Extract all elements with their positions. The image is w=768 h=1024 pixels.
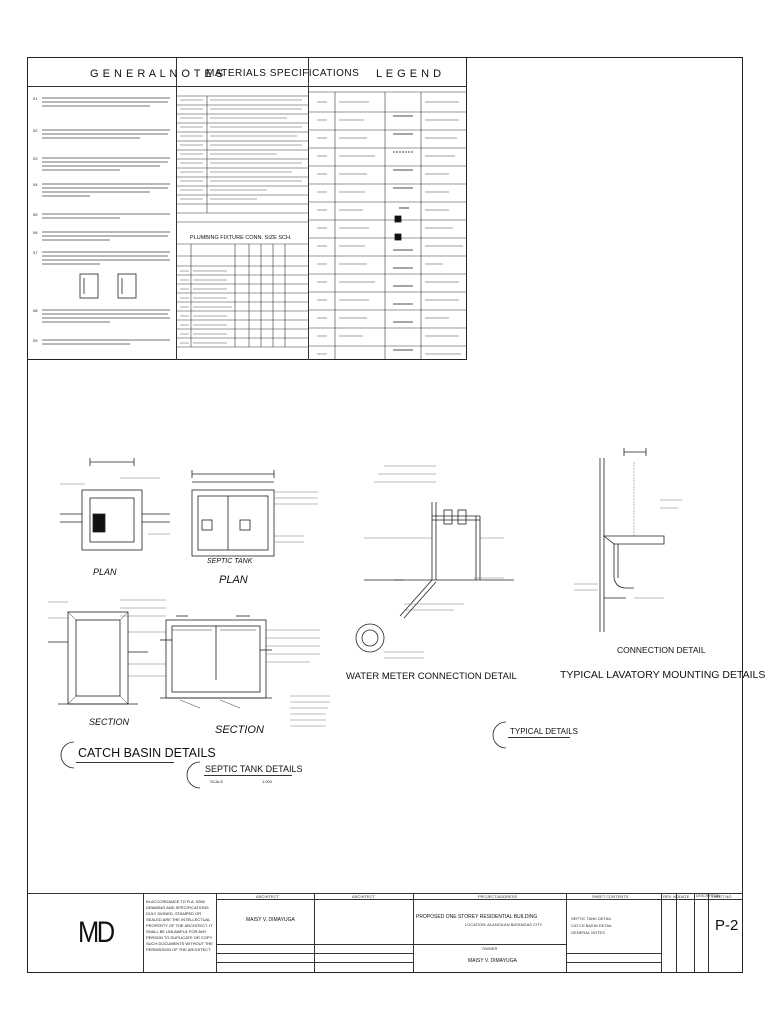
sheet-contents-label: SHEET CONTENTS xyxy=(592,894,629,899)
general-notes-heading: G E N E R A L N O T E S xyxy=(90,68,224,80)
catch-basin-plan-drawing xyxy=(60,458,170,551)
lavatory-drawing xyxy=(574,448,682,632)
note-number: 01 xyxy=(33,96,38,101)
project-location: LOCATION: ALANGILAN BATANGAS CITY xyxy=(465,922,543,927)
sheet-number: P-2 xyxy=(715,917,739,934)
project-name: PROPOSED ONE STOREY RESIDENTIAL BUILDING xyxy=(416,914,538,920)
legend-heading: L E G E N D xyxy=(376,68,442,80)
project-label: PROJECT/ADDRESS xyxy=(478,894,518,899)
catch-basin-plan-label: PLAN xyxy=(93,567,117,577)
septic-tank-plan-label: PLAN xyxy=(219,574,248,586)
note-number: 07 xyxy=(33,250,38,255)
sheet-content-item: GENERAL NOTES xyxy=(571,930,605,935)
notes-panel xyxy=(27,57,467,360)
architect-label: ARCHITECT xyxy=(256,894,279,899)
sheet-content-item: SEPTIC TANK DETAIL xyxy=(571,916,612,921)
sheet-content-item: CATCH BASIN DETAIL xyxy=(571,923,613,928)
note-number: 06 xyxy=(33,230,38,235)
typical-details-title: TYPICAL DETAILS xyxy=(510,727,579,736)
note-number: 09 xyxy=(33,338,38,343)
septic-tank-section-drawing xyxy=(160,615,330,727)
typical-details-mark xyxy=(492,721,507,749)
septic-tank-label: SEPTIC TANK xyxy=(207,558,253,565)
note-number: 02 xyxy=(33,128,38,133)
septic-tank-plan-drawing xyxy=(191,470,318,557)
septic-tank-section-label: SECTION xyxy=(215,724,264,736)
sheet-no-label: SHEET NO. xyxy=(711,894,733,899)
note-number: 04 xyxy=(33,182,38,187)
architect-label-2: ARCHITECT xyxy=(352,894,375,899)
water-meter-drawing xyxy=(355,465,514,659)
connection-detail-label: CONNECTION DETAIL xyxy=(617,645,706,655)
note-number: 05 xyxy=(33,212,38,217)
septic-scale-value: 1:000 xyxy=(262,779,273,784)
architect-name: MAISY V. DIMAYUGA xyxy=(246,917,295,923)
materials-specs-heading: MATERIALS SPECIFICATIONS xyxy=(206,68,360,79)
description-label: DESCRIPTION xyxy=(696,894,720,898)
catch-basin-title-mark xyxy=(60,741,75,769)
firm-logo: MD xyxy=(78,916,115,949)
drawing-sheet xyxy=(27,57,743,973)
catch-basin-section-drawing xyxy=(48,599,166,705)
date-label: DATE xyxy=(679,894,690,899)
legend-table xyxy=(309,91,467,360)
rev-no-label: REV. NO. xyxy=(663,894,681,899)
lavatory-title: TYPICAL LAVATORY MOUNTING DETAILS xyxy=(560,669,766,681)
septic-tank-title-mark xyxy=(186,761,201,789)
septic-tank-details-title: SEPTIC TANK DETAILS xyxy=(205,764,303,774)
fixture-schedule-title: PLUMBING FIXTURE CONN. SIZE SCH. xyxy=(190,235,292,241)
note-number: 03 xyxy=(33,156,38,161)
general-notes-text xyxy=(42,97,170,345)
water-meter-title: WATER METER CONNECTION DETAIL xyxy=(346,671,517,682)
catch-basin-details-title: CATCH BASIN DETAILS xyxy=(78,746,216,760)
catch-basin-section-label: SECTION xyxy=(89,717,130,727)
note-number: 08 xyxy=(33,308,38,313)
copyright-disclaimer: IN ACCORDANCE TO R.A. 9266 DRAWING AND S… xyxy=(146,899,213,952)
owner-name: MAISY V. DIMAYUGA xyxy=(468,958,517,964)
owner-label: OWNER xyxy=(482,946,498,951)
septic-scale-label: SCALE xyxy=(210,779,224,784)
materials-table xyxy=(177,95,308,348)
